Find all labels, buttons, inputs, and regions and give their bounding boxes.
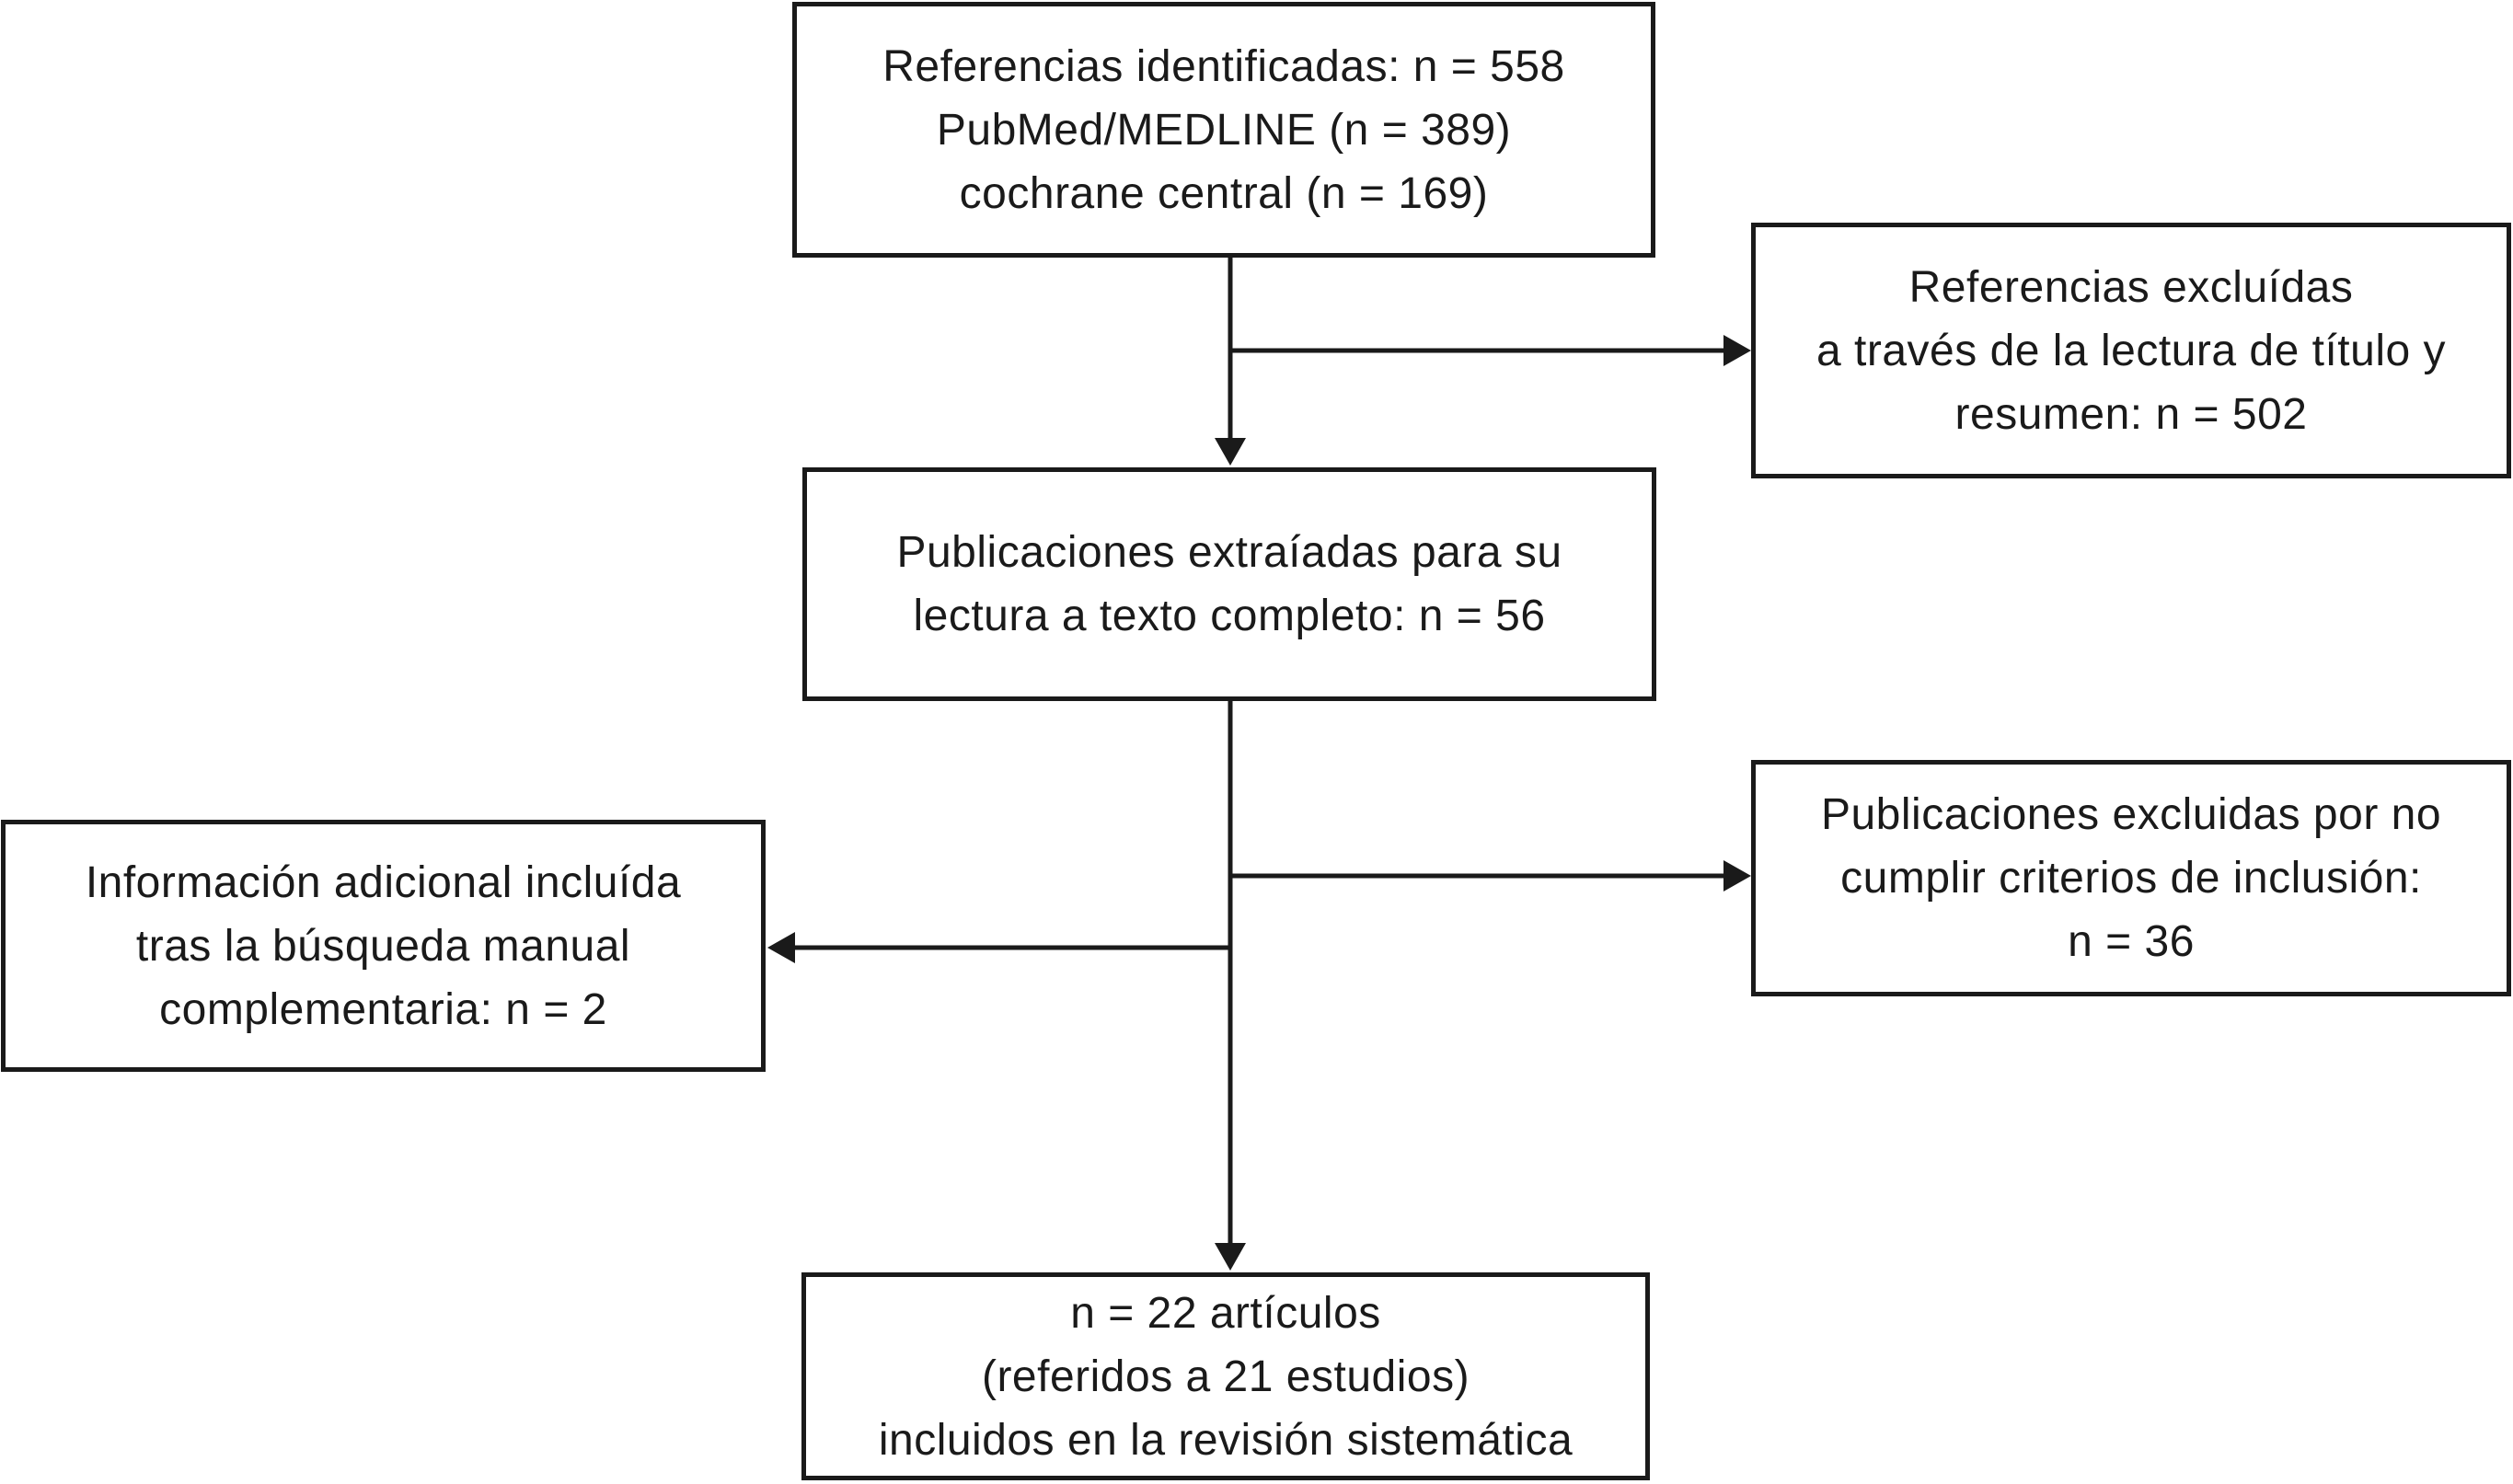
arrowhead-left-icon: [767, 932, 795, 963]
arrowhead-down-icon: [1215, 438, 1246, 466]
arrowhead-right-icon: [1723, 335, 1751, 366]
box-text-line: Referencias excluídas: [1908, 262, 2354, 312]
box-text-line: PubMed/MEDLINE (n = 389): [936, 105, 1512, 155]
arrowhead-down-icon: [1215, 1243, 1246, 1271]
box-text-line: cumplir criterios de inclusión:: [1840, 854, 2422, 903]
box-text-line: Información adicional incluída: [85, 857, 682, 907]
box-text-line: Publicaciones excluidas por no: [1820, 790, 2442, 839]
box-text-line: Publicaciones extraíadas para su: [896, 528, 1562, 577]
box-text-line: n = 22 artículos: [1070, 1288, 1381, 1338]
box-text-line: cochrane central (n = 169): [959, 168, 1489, 218]
box-text-line: resumen: n = 502: [1954, 389, 2308, 439]
box-text-line: complementaria: n = 2: [159, 984, 607, 1034]
box-text-line: n = 36: [2068, 917, 2195, 966]
box-text-line: a través de la lectura de título y: [1816, 326, 2447, 375]
box-text-line: lectura a texto completo: n = 56: [913, 592, 1546, 640]
arrowhead-right-icon: [1723, 860, 1751, 892]
box-publications-excluded-criteria: Publicaciones excluidas por no cumplir c…: [1751, 760, 2511, 996]
box-fulltext-publications: Publicaciones extraíadas para su lectura…: [802, 467, 1656, 701]
box-text-line: incluidos en la revisión sistemática: [878, 1415, 1574, 1465]
box-text-line: (referidos a 21 estudios): [981, 1352, 1470, 1401]
box-text-line: Referencias identificadas: n = 558: [882, 41, 1565, 91]
box-references-identified: Referencias identificadas: n = 558 PubMe…: [792, 2, 1655, 258]
box-included-articles: n = 22 artículos (referidos a 21 estudio…: [801, 1272, 1650, 1480]
box-additional-information: Información adicional incluída tras la b…: [1, 820, 766, 1072]
box-text-line: tras la búsqueda manual: [135, 921, 631, 971]
box-references-excluded-screening: Referencias excluídas a través de la lec…: [1751, 223, 2511, 478]
